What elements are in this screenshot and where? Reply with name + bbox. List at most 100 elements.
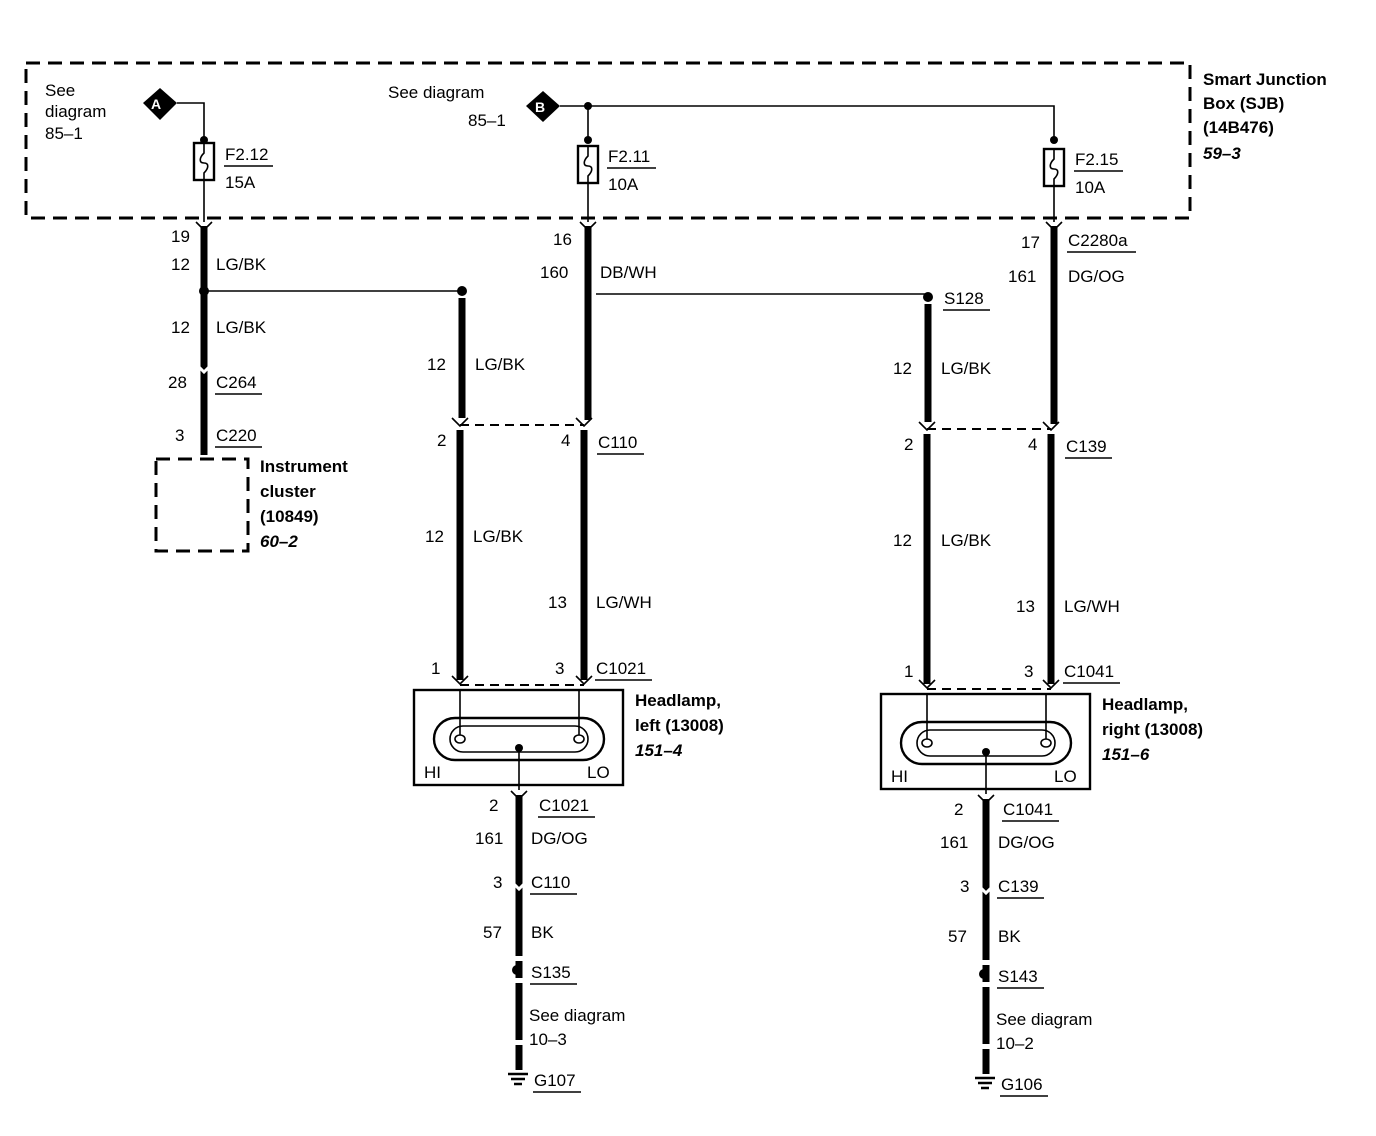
- hi-circuit: 12: [425, 527, 444, 546]
- fuse-amps: 15A: [225, 173, 256, 192]
- ground-wire-circuit: 161: [940, 833, 968, 852]
- hi-circuit: 12: [893, 531, 912, 550]
- c139-label: C139: [1066, 437, 1107, 456]
- headlamp-label: Headlamp,: [1102, 695, 1188, 714]
- hi-label: HI: [891, 767, 908, 786]
- fuse-name: F2.11: [608, 147, 650, 166]
- ground-wire-color: DG/OG: [531, 829, 588, 848]
- s128-label: S128: [944, 289, 984, 308]
- headlamp-part: right (13008): [1102, 720, 1203, 739]
- fuse-f2-11: F2.11 10A: [576, 144, 656, 222]
- wire-circuit: 160: [540, 263, 568, 282]
- fuse-amps: 10A: [608, 175, 639, 194]
- wire-pin: 17: [1021, 233, 1040, 252]
- sjb-box: [24, 61, 1192, 220]
- c139-pin: 2: [904, 435, 913, 454]
- bk-color: BK: [531, 923, 554, 942]
- hi-label: HI: [424, 763, 441, 782]
- wire-color: LG/BK: [216, 255, 267, 274]
- fuse-amps: 10A: [1075, 178, 1106, 197]
- cluster-label-2: cluster: [260, 482, 316, 501]
- ground-label: G106: [1001, 1075, 1043, 1094]
- wire-circuit: 12: [893, 359, 912, 378]
- c110-pin: 4: [561, 431, 570, 450]
- c1021-pin: 3: [555, 659, 564, 678]
- lo-color: LG/WH: [596, 593, 652, 612]
- wire-circuit: 161: [1008, 267, 1036, 286]
- feed-a: See diagram 85–1 A: [45, 81, 208, 144]
- c1041-pin: 3: [1024, 662, 1033, 681]
- c220-pin: 3: [175, 426, 184, 445]
- lo-color: LG/WH: [1064, 597, 1120, 616]
- c1021-ground-label: C1021: [539, 796, 589, 815]
- s135-label: S135: [531, 963, 571, 982]
- lo-label: LO: [1054, 767, 1077, 786]
- s143-splice: [979, 969, 989, 979]
- feed-a-arrow-icon: [143, 88, 177, 120]
- c110-ground-pin: 3: [493, 873, 502, 892]
- right-headlamp-circuit: 2 4 C139 12 LG/BK 13 LG/WH 1 3 C1041 HI …: [879, 421, 1203, 1097]
- c110-pin: 2: [437, 431, 446, 450]
- see-diagram-ref: 10–3: [529, 1030, 567, 1049]
- ground-wire-color: DG/OG: [998, 833, 1055, 852]
- feed-a-ref: 85–1: [45, 124, 83, 143]
- wire-color: LG/BK: [475, 355, 526, 374]
- c139-pin: 4: [1028, 435, 1037, 454]
- headlamp-ref: 151–6: [1102, 745, 1150, 764]
- c1021-pin: 1: [431, 659, 440, 678]
- left-headlamp-circuit: 2 4 C110 12 LG/BK 13 LG/WH 1 3 C1021 HI …: [412, 417, 724, 1093]
- wire-color: LG/BK: [216, 318, 267, 337]
- ground-wire-circuit: 161: [475, 829, 503, 848]
- ground-icon: [508, 1072, 528, 1086]
- bk-color: BK: [998, 927, 1021, 946]
- ground-label: G107: [534, 1071, 576, 1090]
- wire-circuit: 12: [171, 255, 190, 274]
- c139-ground-label: C139: [998, 877, 1039, 896]
- fuse-f2-15: F2.15 10A: [1042, 147, 1123, 222]
- ground-icon: [975, 1076, 995, 1090]
- sjb-ref: 59–3: [1203, 144, 1241, 163]
- sjb-title-2: Box (SJB): [1203, 94, 1284, 113]
- c1021-label: C1021: [596, 659, 646, 678]
- c220-label: C220: [216, 426, 257, 445]
- c139-ground-pin: 3: [960, 877, 969, 896]
- hi-color: LG/BK: [473, 527, 524, 546]
- wire-circuit: 12: [171, 318, 190, 337]
- bk-circuit: 57: [948, 927, 967, 946]
- s128-splice: [923, 292, 933, 302]
- headlamp-part: left (13008): [635, 716, 724, 735]
- fuse-f2-12: F2.12 15A: [192, 141, 273, 222]
- wire-pin: 16: [553, 230, 572, 249]
- lo-circuit: 13: [548, 593, 567, 612]
- feed-b-letter: B: [535, 99, 545, 115]
- feed-a-letter: A: [151, 96, 161, 112]
- c264-pin: 28: [168, 373, 187, 392]
- cluster-part: (10849): [260, 507, 319, 526]
- c110-label: C110: [598, 433, 637, 452]
- headlamp-ref: 151–4: [635, 741, 683, 760]
- wire-color: DB/WH: [600, 263, 657, 282]
- see-diagram-ref: 10–2: [996, 1034, 1034, 1053]
- feed-b-ref: 85–1: [468, 111, 506, 130]
- feed-a-diagram: diagram: [45, 102, 106, 121]
- ground-wire-pin: 2: [489, 796, 498, 815]
- s135-splice: [512, 965, 522, 975]
- headlamp-label: Headlamp,: [635, 691, 721, 710]
- hi-color: LG/BK: [941, 531, 992, 550]
- lo-label: LO: [587, 763, 610, 782]
- fuse-name: F2.15: [1075, 150, 1118, 169]
- feed-b-see: See diagram: [388, 83, 484, 102]
- c2280a-label: C2280a: [1068, 231, 1128, 250]
- c264-label: C264: [216, 373, 257, 392]
- feed-b: See diagram 85–1 B: [388, 83, 1058, 144]
- cluster-label: Instrument: [260, 457, 348, 476]
- instrument-cluster-box: [154, 457, 250, 553]
- ground-wire-pin: 2: [954, 800, 963, 819]
- see-diagram: See diagram: [529, 1006, 625, 1025]
- fuse-name: F2.12: [225, 145, 268, 164]
- feed-a-see: See: [45, 81, 75, 100]
- wire-color: LG/BK: [941, 359, 992, 378]
- sjb-part: (14B476): [1203, 118, 1274, 137]
- cluster-ref: 60–2: [260, 532, 298, 551]
- feed-b-arrow-icon: [526, 91, 560, 122]
